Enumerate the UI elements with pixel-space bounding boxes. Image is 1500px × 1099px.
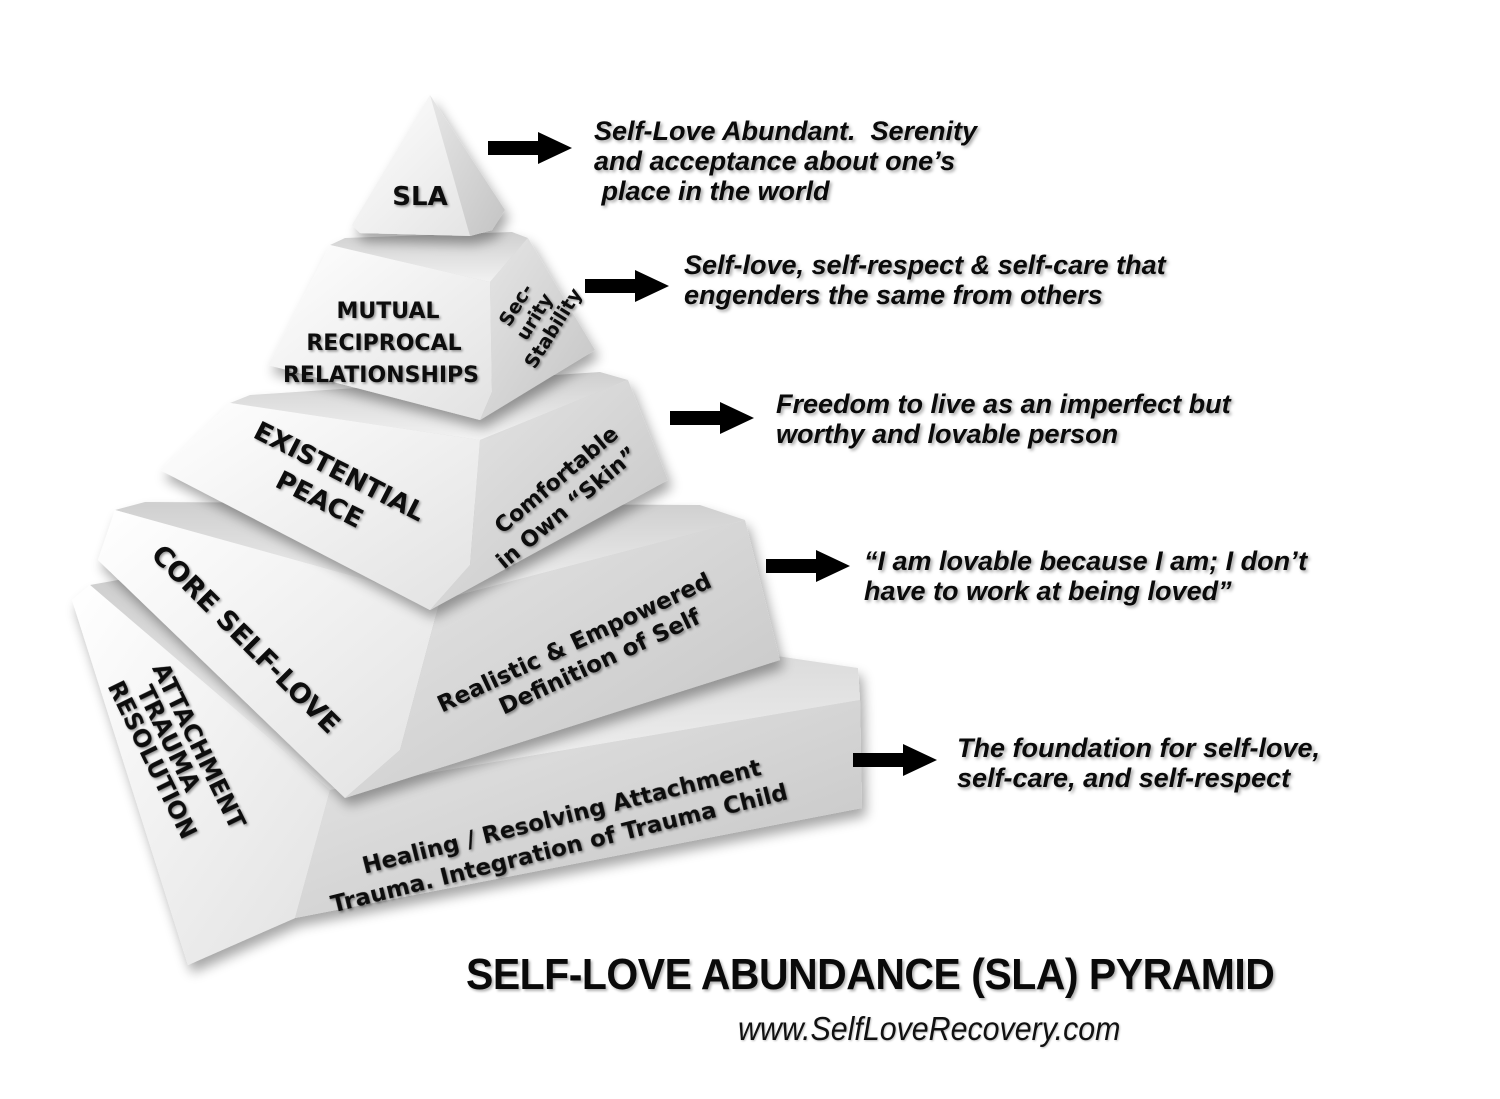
right-arrow-icon [853,744,937,776]
tier5-front-label: SLA [392,182,447,212]
tier2-left-face [98,510,440,798]
tier4-top-face [330,232,528,282]
tier1-right-face [295,700,862,918]
tier4-left-face [268,245,492,420]
tier1-description: The foundation for self-love, self-care,… [957,733,1320,793]
tier4-description: Self-love, self-respect & self-care that… [684,250,1166,310]
tier5-front-face [352,95,492,236]
tier4-front-label-line3: RELATIONSHIPS [283,363,479,388]
tier4-front-label-line1: MUTUAL [337,299,440,324]
tier1-left-face [72,585,330,965]
website-link[interactable]: www.SelfLoveRecovery.com [738,1010,1121,1047]
right-arrow-icon [766,550,850,582]
tier4-front-label-line2: RECIPROCAL [306,331,461,356]
tier3-right-face [430,380,668,610]
tier4-right-face [480,238,595,420]
right-arrow-icon [488,132,572,164]
right-arrow-icon [670,402,754,434]
tier3-description: Freedom to live as an imperfect but wort… [776,389,1231,449]
tier2-right-face [345,520,780,798]
tier2-description: “I am lovable because I am; I don’t have… [864,546,1308,606]
right-arrow-icon [585,270,669,302]
tier-sla [352,95,505,236]
tier-mutual-reciprocal-relationships [268,232,595,420]
tier5-right-face [430,95,505,236]
tier3-left-face [160,403,480,610]
tier5-description: Self-Love Abundant. Serenity and accepta… [594,116,978,206]
diagram-title: SELF-LOVE ABUNDANCE (SLA) PYRAMID [466,950,1275,999]
